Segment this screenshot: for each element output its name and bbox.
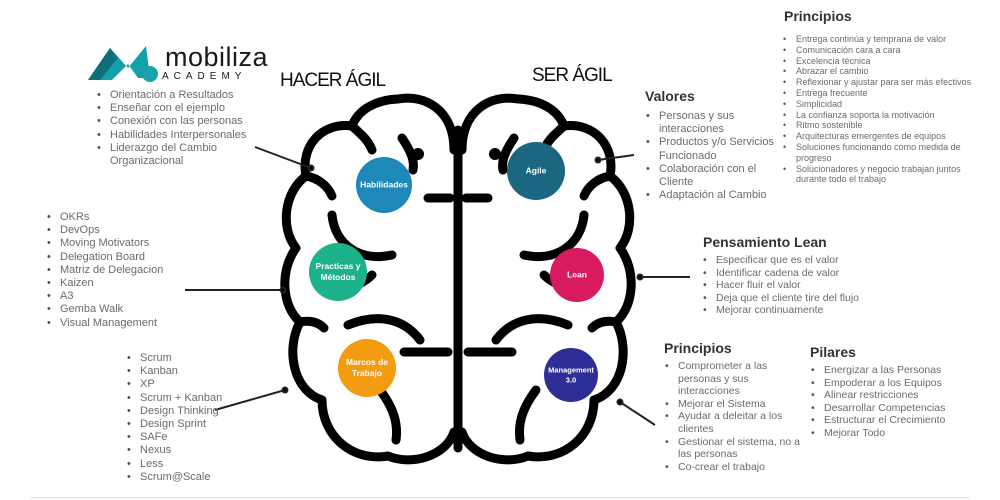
list-item: Habilidades Interpersonales	[97, 129, 250, 142]
lean-list: Especificar que es el valorIdentificar c…	[700, 254, 916, 317]
list-item: Moving Motivators	[47, 237, 200, 250]
pilares-list: Energizar a las PersonasEmpoderar a los …	[808, 364, 974, 440]
heading-ser: SER ÁGIL	[532, 65, 613, 86]
list-item: DevOps	[47, 224, 200, 237]
list-item: Orientación a Resultados	[97, 89, 250, 102]
list-item: Colaboración con el Cliente	[646, 163, 784, 189]
list-item: A3	[47, 290, 200, 303]
circle-label: Management 3.0	[548, 365, 594, 384]
circle-label: Marcos de Trabajo	[345, 356, 389, 378]
list-item: Scrum	[127, 352, 250, 365]
list-item: Excelencia técnica	[783, 56, 986, 67]
list-item: Scrum@Scale	[127, 471, 250, 484]
heading-hacer: HACER ÁGIL	[280, 70, 386, 91]
list-item: Adaptación al Cambio	[646, 189, 784, 202]
list-item: Visual Management	[47, 317, 200, 330]
marcos-list: ScrumKanbanXPScrum + KanbanDesign Thinki…	[124, 352, 250, 484]
valores-list: Personas y sus interaccionesProductos y/…	[643, 110, 784, 203]
list-item: Deja que el cliente tire del flujo	[703, 292, 916, 305]
brain-outline	[280, 98, 631, 460]
list-item: Mejorar Todo	[811, 427, 974, 440]
list-item: XP	[127, 378, 250, 391]
list-item: Desarrollar Competencias	[811, 402, 974, 415]
circle-lean[interactable]	[550, 248, 604, 302]
list-item: Comunicación cara a cara	[783, 45, 986, 56]
list-item: Personas y sus interacciones	[646, 110, 784, 136]
list-item: Design Thinking	[127, 405, 250, 418]
circle-label: Agile	[525, 165, 547, 176]
list-item: Mejorar el Sistema	[665, 398, 803, 411]
circle-habilidades[interactable]	[356, 157, 412, 213]
list-item: Productos y/o Servicios Funcionado	[646, 136, 784, 162]
list-item: Arquitecturas emergentes de equipos	[783, 131, 986, 142]
list-item: Simplicidad	[783, 99, 986, 110]
circle-management[interactable]	[544, 348, 598, 402]
logo-sub: ACADEMY	[162, 71, 247, 82]
list-item: Enseñar con el ejemplo	[97, 102, 250, 115]
principios-m30-list: Comprometer a las personas y sus interac…	[662, 360, 803, 473]
list-item: Especificar que es el valor	[703, 254, 916, 267]
principios-agile-title: Principios	[784, 8, 852, 24]
list-item: Mejorar continuamente	[703, 304, 916, 317]
circle-marcos[interactable]	[338, 339, 396, 397]
lean-title: Pensamiento Lean	[703, 234, 827, 250]
circle-label: Practicas y Métodos	[315, 260, 361, 282]
logo-name: mobiliza	[165, 42, 269, 72]
circle-practicas[interactable]	[309, 243, 367, 301]
logo-mark	[88, 46, 158, 82]
list-item: Reflexionar y ajustar para ser más efect…	[783, 77, 986, 88]
list-item: Entrega frecuente	[783, 88, 986, 99]
list-item: OKRs	[47, 211, 200, 224]
list-item: Scrum + Kanban	[127, 392, 250, 405]
principios-agile-list: Entrega continúa y temprana de valorComu…	[780, 34, 986, 185]
practicas-list: OKRsDevOpsMoving MotivatorsDelegation Bo…	[44, 211, 200, 330]
list-item: Estructurar el Crecimiento	[811, 414, 974, 427]
list-item: Hacer fluir el valor	[703, 279, 916, 292]
pilares-title: Pilares	[810, 344, 856, 360]
list-item: SAFe	[127, 431, 250, 444]
list-item: Less	[127, 458, 250, 471]
habilidades-list: Orientación a ResultadosEnseñar con el e…	[94, 89, 250, 168]
list-item: Ritmo sostenible	[783, 120, 986, 131]
list-item: Entrega continúa y temprana de valor	[783, 34, 986, 45]
list-item: Liderazgo del Cambio Organizacional	[97, 142, 250, 168]
principios-m30-title: Principios	[664, 340, 732, 356]
list-item: Solucionadores y negocio trabajan juntos…	[783, 164, 986, 186]
list-item: Alinear restricciones	[811, 389, 974, 402]
valores-title: Valores	[645, 88, 695, 104]
list-item: La confianza soporta la motivación	[783, 110, 986, 121]
list-item: Conexión con las personas	[97, 115, 250, 128]
list-item: Nexus	[127, 444, 250, 457]
list-item: Soluciones funcionando como medida de pr…	[783, 142, 986, 164]
circle-label: Lean	[567, 269, 587, 280]
list-item: Energizar a las Personas	[811, 364, 974, 377]
list-item: Gestionar el sistema, no a las personas	[665, 436, 803, 461]
list-item: Comprometer a las personas y sus interac…	[665, 360, 803, 398]
list-item: Matriz de Delegacion	[47, 264, 200, 277]
circle-agile[interactable]	[507, 142, 565, 200]
list-item: Identificar cadena de valor	[703, 267, 916, 280]
list-item: Co-crear el trabajo	[665, 461, 803, 474]
divider	[30, 497, 970, 498]
circle-label: Habilidades	[360, 179, 408, 190]
list-item: Empoderar a los Equipos	[811, 377, 974, 390]
list-item: Ayudar a deleitar a los clientes	[665, 410, 803, 435]
list-item: Delegation Board	[47, 251, 200, 264]
list-item: Abrazar el cambio	[783, 66, 986, 77]
list-item: Gemba Walk	[47, 303, 200, 316]
list-item: Design Sprint	[127, 418, 250, 431]
list-item: Kanban	[127, 365, 250, 378]
list-item: Kaizen	[47, 277, 200, 290]
